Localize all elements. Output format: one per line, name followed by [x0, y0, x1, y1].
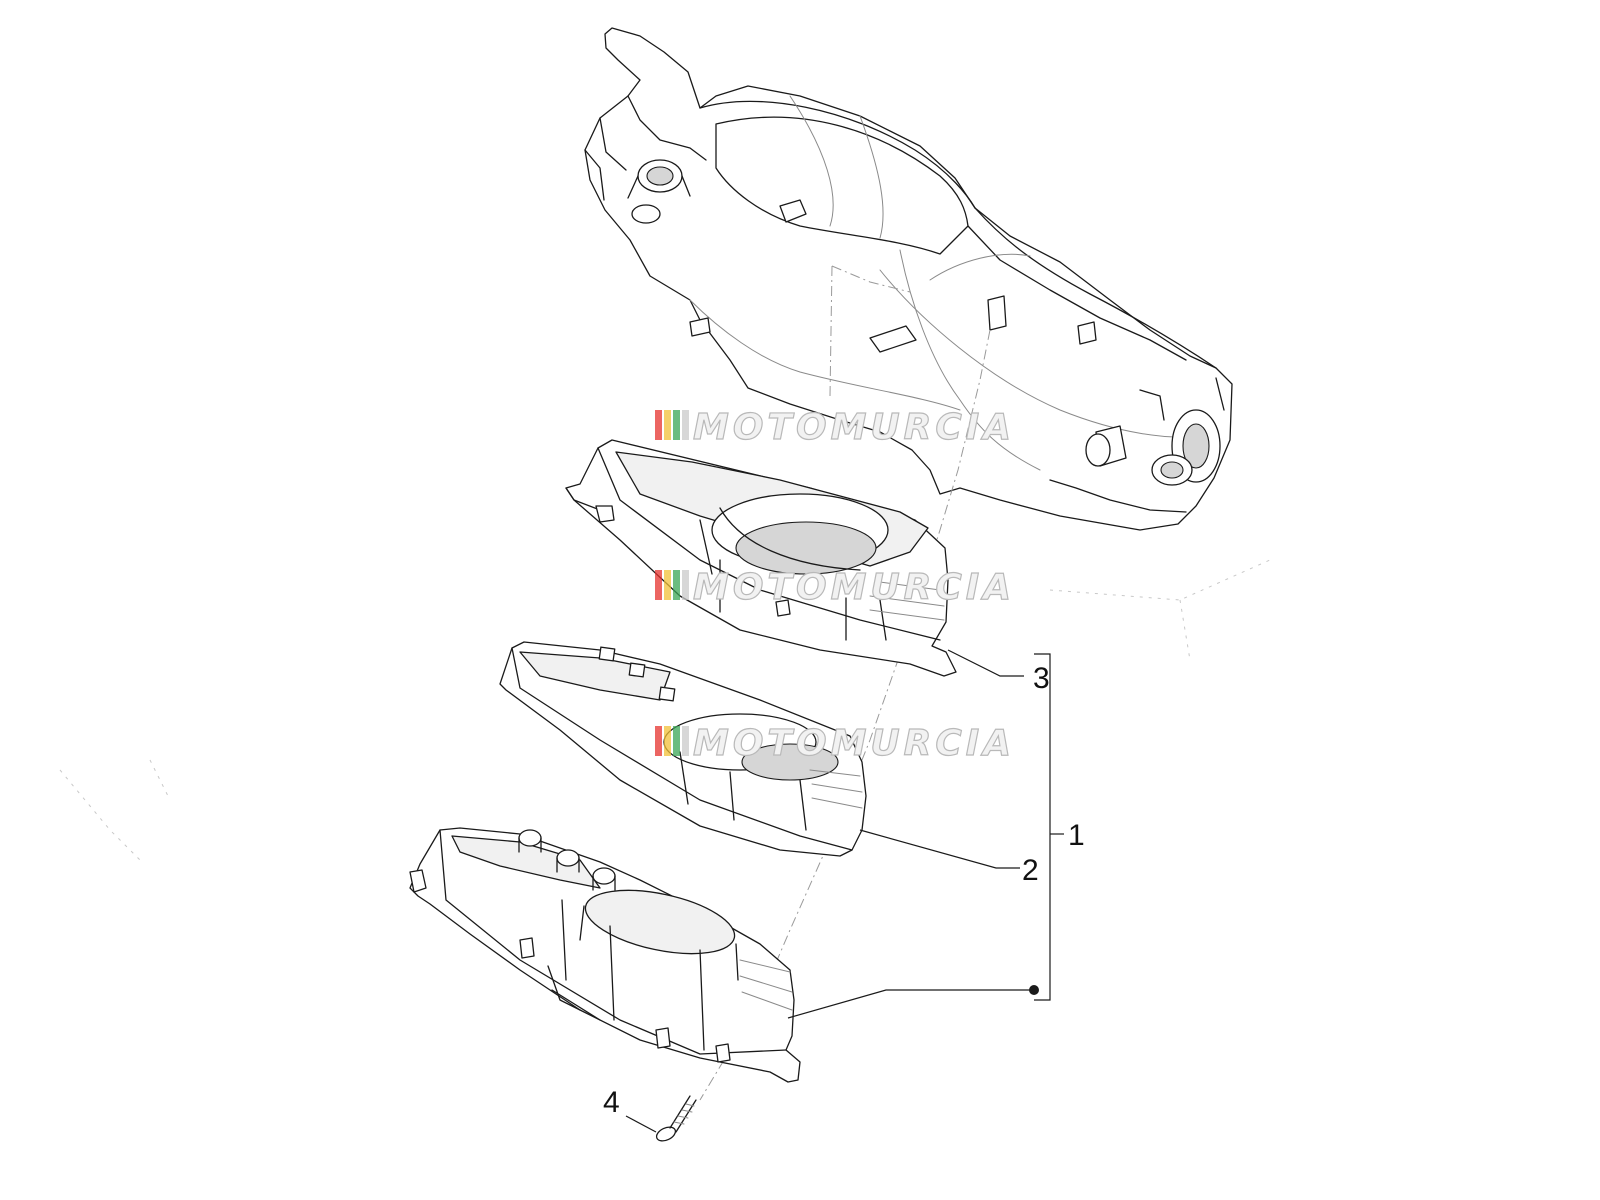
watermark-text: MOTOMURCIA — [693, 407, 1015, 448]
watermark-text: MOTOMURCIA — [693, 723, 1015, 764]
assembly-axis-line — [699, 329, 991, 1101]
callout-label-3: 3 — [1033, 662, 1050, 695]
callout-label-1: 1 — [1068, 819, 1085, 852]
part-3-upper-housing — [565, 439, 957, 677]
callout-label-2: 2 — [1022, 854, 1039, 887]
watermark-logo-1: MOTOMURCIA — [655, 406, 1015, 449]
watermark-logo-3: MOTOMURCIA — [655, 722, 1015, 765]
handlebar-cover-part — [584, 27, 1233, 531]
callout-leaders — [625, 649, 1064, 1133]
part-4-screw — [655, 1095, 697, 1142]
watermark-logo-2: MOTOMURCIA — [655, 566, 1015, 609]
watermark-text: MOTOMURCIA — [693, 567, 1015, 608]
bracket-dot — [1029, 985, 1039, 995]
callout-label-4: 4 — [603, 1086, 620, 1119]
part-1-instrument-cluster — [409, 827, 801, 1083]
